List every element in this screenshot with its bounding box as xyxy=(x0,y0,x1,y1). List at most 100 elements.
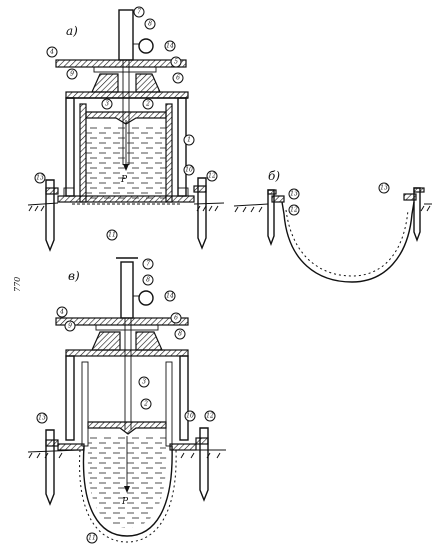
pressure-label-a: P xyxy=(120,175,128,185)
flange-a xyxy=(65,91,189,99)
callout-number: 14 xyxy=(164,290,176,302)
svg-text:10: 10 xyxy=(185,167,193,174)
pit-outline-b xyxy=(281,201,415,283)
svg-text:13: 13 xyxy=(36,175,44,182)
callout-number: 4 xyxy=(56,306,68,318)
svg-text:9: 9 xyxy=(68,323,72,330)
callout-number: 12 xyxy=(204,410,216,422)
callout-number: 2 xyxy=(140,398,152,410)
stake-left-c xyxy=(45,429,55,506)
svg-text:14: 14 xyxy=(166,43,174,50)
callout-number: 8 xyxy=(174,328,186,340)
svg-text:9: 9 xyxy=(70,71,74,78)
gauge-a xyxy=(138,38,154,54)
outer-wall-left-c xyxy=(65,355,75,441)
svg-text:13: 13 xyxy=(290,191,298,198)
svg-text:2: 2 xyxy=(143,401,148,408)
piston-c xyxy=(87,421,167,435)
callout-number: 8 xyxy=(142,274,154,286)
callout-number: 1 xyxy=(183,134,195,146)
seal-right-a xyxy=(135,73,161,93)
callout-number: 13 xyxy=(378,182,390,194)
callout-number: 6 xyxy=(170,312,182,324)
svg-text:6: 6 xyxy=(176,75,180,82)
callout-number: 3 xyxy=(138,376,150,388)
inner-wall-left-a xyxy=(79,103,87,203)
top-plate-a xyxy=(55,59,187,68)
callout-number: 11 xyxy=(86,532,98,544)
callout-number: 8 xyxy=(144,18,156,30)
top-tube-c xyxy=(120,261,134,319)
svg-text:14: 14 xyxy=(166,293,174,300)
top-tube-a xyxy=(118,9,134,61)
panel-c: в) P xyxy=(27,257,226,544)
callout-number: 4 xyxy=(46,46,58,58)
svg-text:8: 8 xyxy=(148,21,152,28)
callout-number: 5 xyxy=(170,56,182,68)
callout-number: 10 xyxy=(184,410,196,422)
callout-number: 11 xyxy=(106,229,118,241)
gauge-c xyxy=(138,290,154,306)
svg-text:1: 1 xyxy=(187,137,191,144)
svg-text:4: 4 xyxy=(59,309,64,316)
svg-text:13: 13 xyxy=(380,185,388,192)
seal-left-c xyxy=(91,331,121,351)
seal-left-a xyxy=(91,73,119,93)
svg-text:11: 11 xyxy=(108,232,116,239)
inner-wall-right-a xyxy=(165,103,173,203)
svg-text:7: 7 xyxy=(137,9,141,16)
callout-number: 14 xyxy=(164,40,176,52)
svg-text:2: 2 xyxy=(145,101,150,108)
svg-text:12: 12 xyxy=(206,413,214,420)
svg-text:4: 4 xyxy=(49,49,54,56)
callout-number: 3 xyxy=(101,98,113,110)
svg-text:11: 11 xyxy=(88,535,96,542)
callouts-b: 13 12 13 xyxy=(288,182,390,216)
panel-label-b: б) xyxy=(268,169,280,183)
svg-text:3: 3 xyxy=(105,101,109,108)
outer-wall-left-a xyxy=(65,97,75,197)
callout-number: 6 xyxy=(172,72,184,84)
base-a xyxy=(57,195,195,203)
callout-number: 2 xyxy=(142,98,154,110)
callout-number: 13 xyxy=(36,412,48,424)
outer-wall-right-a xyxy=(177,97,187,197)
callout-number: 12 xyxy=(206,170,218,182)
top-plate-c xyxy=(55,317,189,326)
svg-text:6: 6 xyxy=(174,315,178,322)
piston-a xyxy=(85,111,167,125)
callout-number: 7 xyxy=(142,258,154,270)
callouts-a: 7 8 14 4 5 9 6 3 2 1 10 13 12 11 xyxy=(34,6,218,241)
callouts-c: 7 8 14 4 6 9 8 3 2 10 12 13 11 xyxy=(36,258,216,544)
panel-label-c: в) xyxy=(68,269,80,283)
side-mark: 770 xyxy=(13,277,22,292)
stake-right-a xyxy=(197,177,207,250)
svg-text:12: 12 xyxy=(208,173,216,180)
svg-text:3: 3 xyxy=(142,379,146,386)
svg-text:5: 5 xyxy=(174,59,178,66)
svg-text:13: 13 xyxy=(38,415,46,422)
panel-a: а) P xyxy=(27,6,225,252)
svg-text:8: 8 xyxy=(146,277,150,284)
pit-outline-c xyxy=(82,445,173,537)
callout-number: 10 xyxy=(183,164,195,176)
panel-label-a: а) xyxy=(66,24,78,38)
callout-number: 9 xyxy=(64,320,76,332)
stake-right-c xyxy=(199,427,209,502)
callout-number: 9 xyxy=(66,68,78,80)
panel-b: б) 13 12 13 xyxy=(233,169,432,283)
pressure-label-c: P xyxy=(121,497,129,507)
callout-number: 7 xyxy=(133,6,145,18)
callout-number: 12 xyxy=(288,204,300,216)
seal-right-c xyxy=(135,331,163,351)
svg-text:10: 10 xyxy=(186,413,194,420)
outer-wall-right-c xyxy=(179,355,189,441)
svg-text:7: 7 xyxy=(146,261,150,268)
callout-number: 13 xyxy=(288,188,300,200)
stake-left-a xyxy=(45,179,55,252)
callout-number: 13 xyxy=(34,172,46,184)
flange-c xyxy=(65,349,189,357)
svg-text:12: 12 xyxy=(290,207,298,214)
